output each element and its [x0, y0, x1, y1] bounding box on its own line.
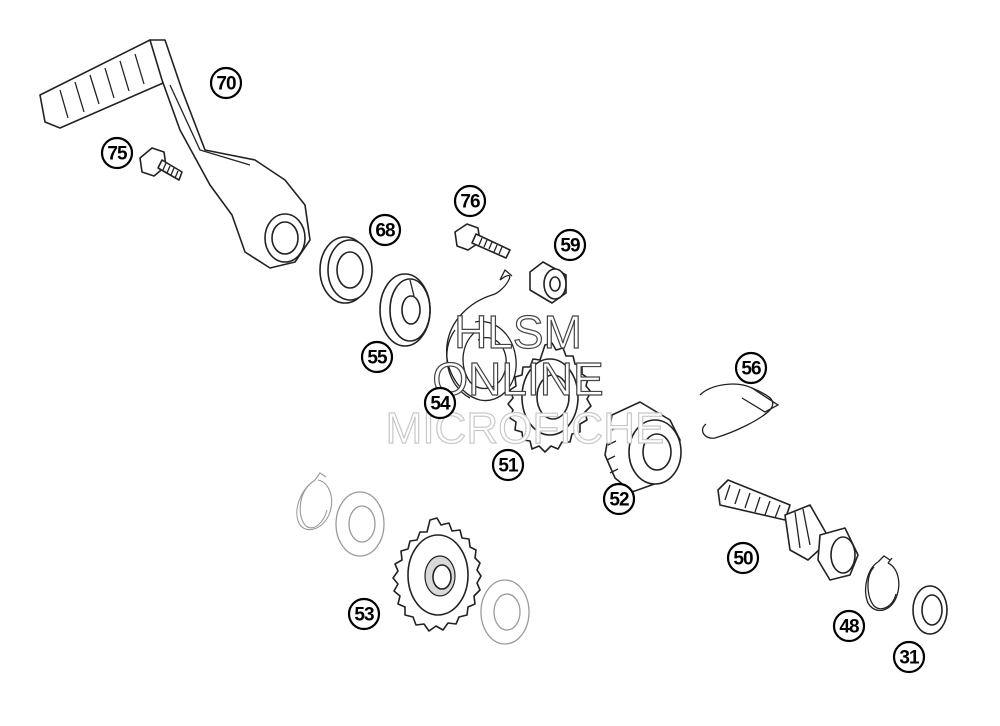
callout-label: 53 — [354, 605, 374, 626]
callout-label: 48 — [839, 617, 859, 638]
callout-label: 76 — [460, 192, 480, 213]
ghost-circlip-part — [296, 472, 333, 531]
callout-53: 53 — [347, 597, 381, 631]
seal-ring-part — [319, 236, 373, 304]
callout-55: 55 — [360, 340, 394, 374]
spring-part — [446, 268, 517, 402]
watermark-line-2: ONLINE — [432, 353, 603, 405]
ghost-washer-part — [335, 491, 385, 557]
washer-31-part — [912, 585, 948, 635]
kickstart-shaft-part — [717, 479, 859, 581]
callout-label: 31 — [899, 648, 920, 669]
circlip-48-part — [864, 555, 900, 612]
kickstart-gear-part — [507, 342, 592, 453]
watermark: HLSM ONLINE MICROFICHE — [385, 305, 665, 453]
clip-56-part — [699, 383, 780, 439]
callout-51: 51 — [491, 448, 525, 482]
callout-50: 50 — [726, 541, 760, 575]
callout-48: 48 — [832, 609, 866, 643]
idler-gear-part — [392, 517, 482, 632]
callout-label: 51 — [498, 456, 519, 477]
callout-label: 50 — [733, 549, 753, 570]
callout-56: 56 — [734, 351, 768, 385]
bushing-part — [529, 261, 567, 304]
callout-59: 59 — [553, 228, 587, 262]
ratchet-part — [604, 401, 682, 493]
callout-label: 56 — [741, 359, 761, 380]
kick-lever-part — [39, 39, 311, 269]
callout-52: 52 — [602, 482, 636, 516]
callout-75: 75 — [100, 136, 134, 170]
watermark-line-1: HLSM — [454, 306, 582, 358]
callout-70: 70 — [209, 66, 243, 100]
callout-label: 55 — [367, 348, 388, 369]
callout-label: 68 — [375, 221, 395, 242]
callout-68: 68 — [368, 213, 402, 247]
bolt-75-part — [139, 147, 183, 181]
bolt-76-part — [454, 223, 511, 259]
callout-label: 52 — [609, 490, 629, 511]
washer-55-part — [379, 273, 431, 347]
callout-label: 54 — [430, 394, 451, 415]
ghost-washer-2-part — [480, 579, 530, 645]
callout-label: 70 — [216, 74, 236, 95]
callout-label: 59 — [560, 236, 580, 257]
callout-31: 31 — [892, 640, 926, 674]
callout-54: 54 — [423, 386, 457, 420]
callout-76: 76 — [453, 184, 487, 218]
callout-label: 75 — [107, 144, 128, 165]
